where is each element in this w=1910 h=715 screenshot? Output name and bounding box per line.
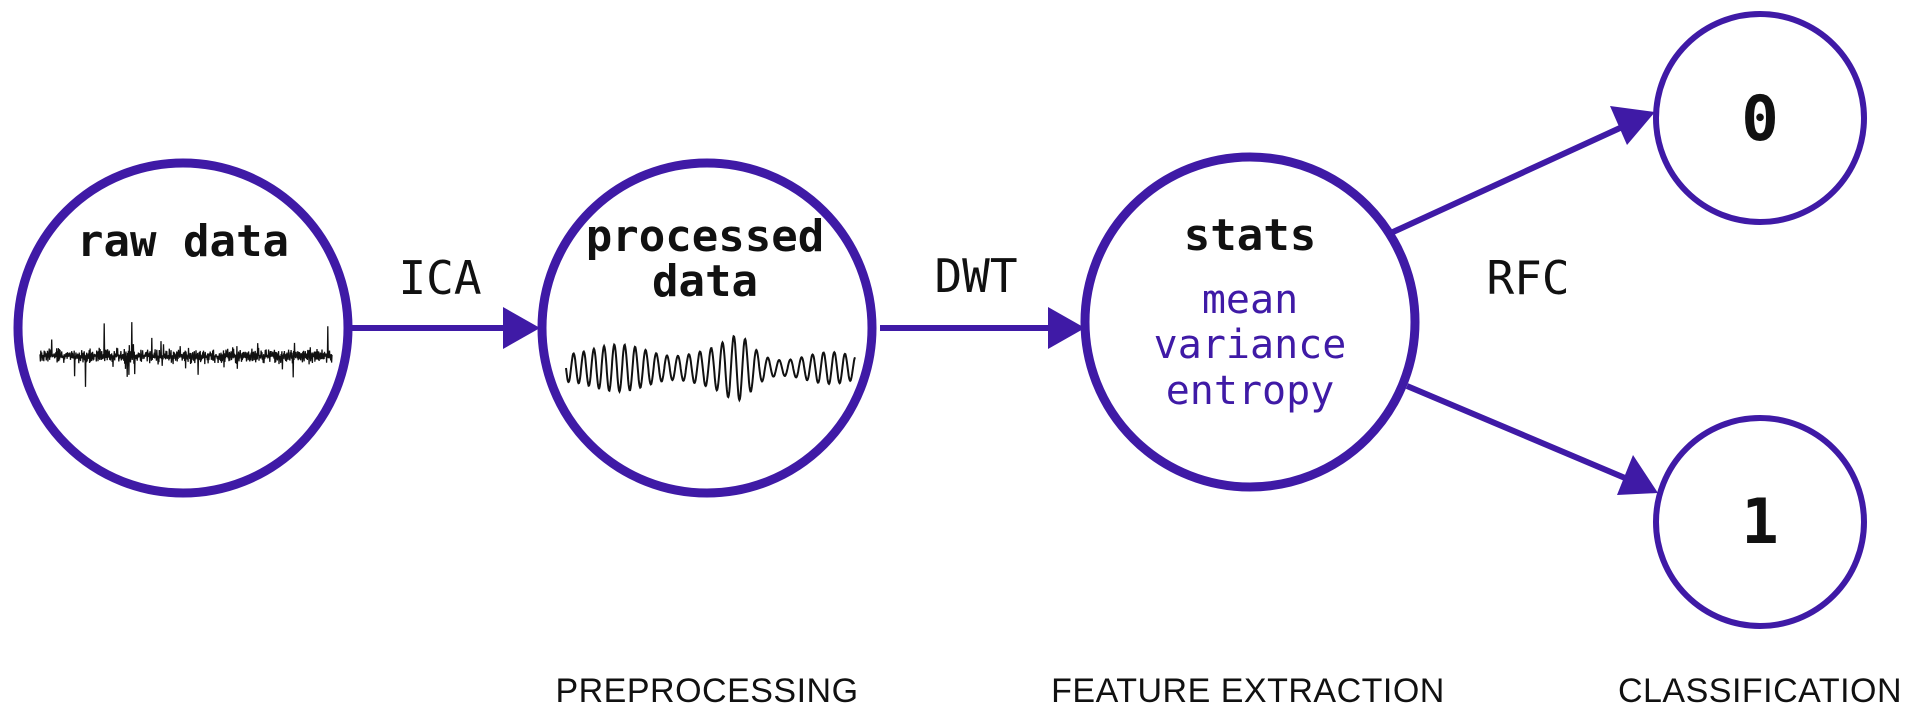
stage-label-preprocessing: PREPROCESSING	[555, 672, 858, 710]
node-raw-data-circle	[13, 158, 353, 498]
class-1-label: 1	[1741, 485, 1778, 558]
feature-variance: variance	[1154, 322, 1347, 368]
edge-label-dwt: DWT	[934, 249, 1017, 303]
edge-raw-to-processed	[350, 307, 540, 349]
raw-signal-waveform	[39, 322, 333, 387]
class-0-label: 0	[1741, 82, 1778, 155]
node-raw-data: raw data	[13, 158, 353, 498]
node-stats-circle	[1080, 152, 1420, 492]
node-stats: stats mean variance entropy	[1080, 152, 1420, 492]
node-class-1: 1	[1653, 415, 1867, 629]
processed-data-title-line1: processed	[586, 211, 824, 262]
node-class-1-circle	[1653, 415, 1867, 629]
edge-label-ica: ICA	[398, 251, 481, 305]
node-processed-data-circle	[537, 158, 877, 498]
stats-title: stats	[1184, 210, 1316, 261]
node-class-0: 0	[1653, 11, 1867, 225]
stage-label-classification: CLASSIFICATION	[1618, 672, 1902, 710]
edge-stats-to-class1	[1405, 383, 1658, 495]
feature-entropy: entropy	[1166, 368, 1335, 414]
processed-signal-waveform	[565, 334, 856, 403]
edge-stats-to-class0	[1391, 106, 1655, 235]
edge-processed-to-stats	[880, 307, 1085, 349]
edge-label-rfc: RFC	[1486, 251, 1569, 305]
node-processed-data: processed data	[537, 158, 877, 498]
feature-mean: mean	[1202, 277, 1298, 323]
stage-label-feature-extraction: FEATURE EXTRACTION	[1051, 672, 1445, 710]
raw-data-title: raw data	[77, 216, 289, 267]
node-class-0-circle	[1653, 11, 1867, 225]
processed-data-title-line2: data	[652, 256, 758, 307]
